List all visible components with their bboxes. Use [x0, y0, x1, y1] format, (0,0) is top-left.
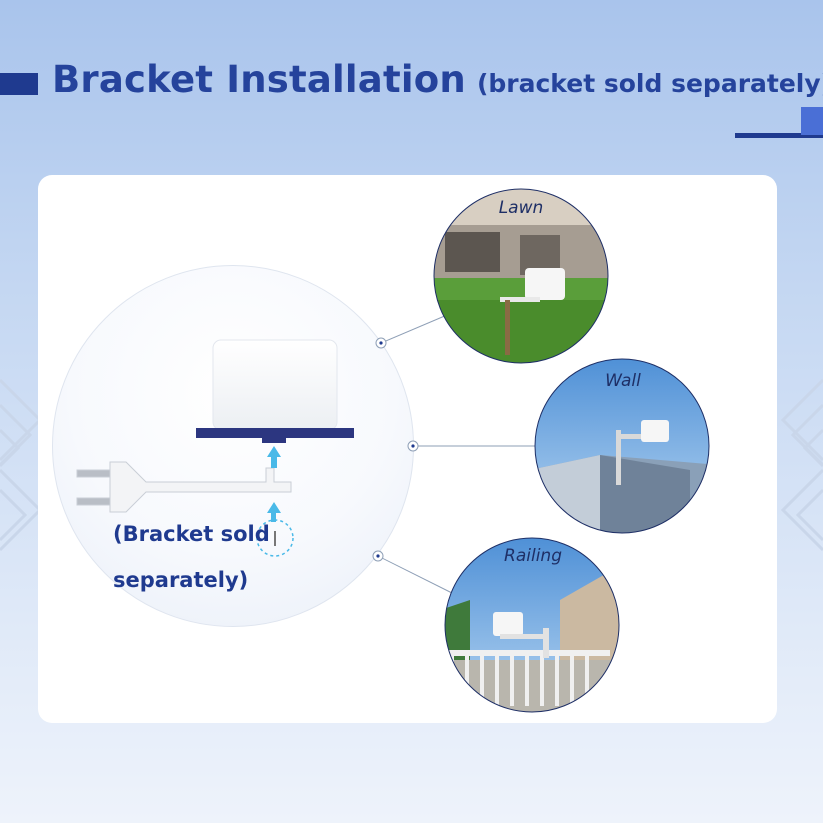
header-accent-bar — [0, 73, 38, 95]
bracket-caption-line2: separately) — [113, 568, 249, 592]
scene-label-railing: Railing — [504, 546, 562, 566]
title-main: Bracket Installation — [52, 58, 466, 101]
lawn-scene-image — [434, 189, 608, 363]
railing-circle-border — [444, 537, 620, 713]
arrow-icon — [267, 446, 281, 522]
connector-dots — [372, 337, 419, 562]
right-accent-line — [735, 133, 823, 138]
connector-lines — [377, 314, 536, 594]
lawn-circle-border — [433, 188, 609, 364]
page-title: Bracket Installation (bracket sold separ… — [52, 58, 823, 101]
wall-circle-border — [534, 358, 710, 534]
wall-scene-image — [535, 359, 709, 533]
right-chevron-decoration — [780, 378, 823, 552]
right-accent-square — [801, 107, 823, 135]
scene-label-wall: Wall — [605, 371, 641, 391]
screw-highlight-circle — [256, 519, 294, 557]
title-subtitle: (bracket sold separately) — [476, 69, 823, 98]
bracket-caption-line1: (Bracket sold — [113, 522, 270, 546]
scene-label-lawn: Lawn — [498, 198, 544, 218]
bracket-illustration — [76, 461, 292, 513]
product-circle — [52, 265, 414, 627]
device-illustration — [196, 339, 354, 443]
